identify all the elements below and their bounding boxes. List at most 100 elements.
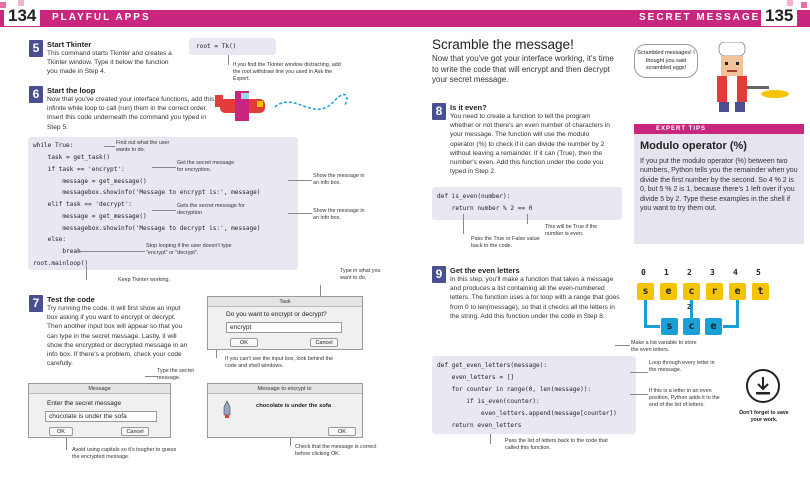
ok-button[interactable]: OK	[49, 427, 73, 436]
tips-label: EXPERT TIPS	[634, 124, 804, 134]
annotation-line	[152, 167, 176, 168]
right-page: SECRET MESSAGES 135 Scramble the message…	[405, 0, 810, 484]
step-number: 7	[29, 295, 43, 312]
annotation: Keep Tkinter working.	[118, 277, 171, 283]
code-line: while True:	[33, 142, 74, 149]
code-line: elif task == 'decrypt':	[33, 201, 133, 208]
annotation: Check that the message is correct before…	[295, 444, 377, 457]
cancel-button[interactable]: Cancel	[121, 427, 149, 436]
code-line: message = get_message()	[33, 213, 147, 220]
annotation-line	[527, 214, 528, 224]
arrow	[723, 325, 739, 328]
code-line: root = Tk()	[196, 43, 237, 50]
plane-illustration	[215, 91, 348, 121]
result-index: 2	[687, 303, 692, 311]
step-text: This command starts Tkinter and creates …	[47, 50, 172, 76]
annotation-line	[288, 213, 312, 214]
message-input[interactable]: chocolate is under the sofa	[45, 411, 157, 422]
annotation: Find out what the user wants to do.	[116, 140, 170, 153]
letter-tile: r	[706, 283, 723, 300]
page-number: 135	[761, 6, 798, 26]
annotation-line	[228, 55, 229, 65]
annotation-line	[66, 438, 67, 450]
code-line: if task == 'encrypt':	[33, 166, 125, 173]
annotation-line	[152, 210, 176, 211]
left-page: 134 PLAYFUL APPS 5 Start Tkinter This co…	[0, 0, 405, 460]
header-bar	[0, 10, 405, 27]
index-label: 3	[710, 268, 715, 277]
index-label: 0	[641, 268, 646, 277]
task-input[interactable]: encrypt	[226, 322, 342, 333]
annotation: This will be True if the number is even.	[545, 224, 598, 237]
task-dialog: Task Do you want to encrypt or decrypt? …	[207, 296, 363, 350]
annotation-line	[630, 394, 648, 395]
index-label: 5	[756, 268, 761, 277]
ok-button[interactable]: OK	[230, 338, 258, 347]
letter-tile: e	[729, 283, 746, 300]
step-number: 6	[29, 86, 43, 103]
step-title: Get the even letters	[450, 266, 520, 275]
save-icon	[746, 369, 780, 403]
annotation: Make a list variable to store the even l…	[631, 340, 697, 353]
arrow	[644, 300, 647, 327]
code-line: message = get_message()	[33, 178, 147, 185]
step-number: 5	[29, 40, 43, 57]
rocket-icon	[223, 400, 231, 418]
code-line: else:	[33, 236, 67, 243]
page-number: 134	[4, 6, 41, 26]
code-line: even_letters.append(message[counter])	[437, 410, 617, 417]
message-dialog: Message Enter the secret message chocola…	[28, 383, 171, 438]
code-box	[189, 38, 276, 55]
tips-title: Modulo operator (%)	[640, 140, 747, 152]
tips-text: If you put the modulo operator (%) betwe…	[640, 158, 798, 213]
result-tile: s	[661, 318, 678, 335]
annotation: Pass the list of letters back to the cod…	[505, 438, 608, 451]
annotation: Type in what you want to do.	[340, 268, 381, 281]
arrow	[644, 325, 660, 328]
index-label: 4	[733, 268, 738, 277]
letter-tile: c	[683, 283, 700, 300]
step-text: Try running the code. It will first show…	[47, 305, 188, 368]
annotation-line	[615, 345, 630, 346]
annotation-line	[216, 350, 217, 358]
annotation: If you find the Tkinter window distracti…	[233, 62, 341, 82]
annotation: Gets the secret message for decryption	[177, 203, 245, 216]
arrow	[736, 300, 739, 327]
header-title: SECRET MESSAGES	[639, 12, 770, 23]
annotation: Get the secret message for encryption.	[177, 160, 235, 173]
code-line: messagebox.showinfo('Message to decrypt …	[33, 225, 261, 232]
code-line: if is_even(counter):	[437, 398, 540, 405]
step-number: 8	[432, 103, 446, 120]
code-line: for counter in range(0, len(message)):	[437, 386, 592, 393]
step-text: In this step, you'll make a function tha…	[450, 276, 620, 320]
index-label: 2	[687, 268, 692, 277]
arrow	[690, 300, 693, 318]
annotation: Stop looping if the user doesn't type "e…	[146, 243, 232, 256]
annotation: Pass the True or False value back to the…	[471, 236, 540, 249]
step-text: Now that you've created your interface f…	[47, 96, 215, 131]
cancel-button[interactable]: Cancel	[310, 338, 338, 347]
step-title: Is it even?	[450, 103, 487, 112]
pixel-decoration	[787, 0, 793, 6]
pixel-decoration	[0, 2, 6, 8]
pixel-decoration	[801, 2, 807, 8]
dialog-title: Message	[29, 384, 170, 394]
header-title: PLAYFUL APPS	[52, 12, 151, 23]
annotation-line	[145, 376, 157, 377]
letter-tile: t	[752, 283, 769, 300]
result-tile: e	[705, 318, 722, 335]
step-title: Start the loop	[47, 86, 96, 95]
annotation-line	[490, 434, 491, 444]
code-box	[432, 356, 636, 434]
result-tile: c	[683, 318, 700, 335]
info-dialog: Message to encrypt is: chocolate is unde…	[207, 383, 363, 438]
pixel-decoration	[18, 0, 24, 6]
annotation: Show the message in an info box.	[313, 208, 365, 221]
dialog-title: Task	[208, 297, 362, 307]
intro-text: Now that you've got your interface worki…	[432, 54, 614, 84]
ok-button[interactable]: OK	[328, 427, 356, 436]
code-line: task = get_task()	[33, 154, 111, 161]
annotation: Avoid using capitals so it's tougher to …	[72, 447, 177, 460]
index-label: 1	[664, 268, 669, 277]
annotation: If this is a letter in an even position,…	[649, 388, 720, 408]
